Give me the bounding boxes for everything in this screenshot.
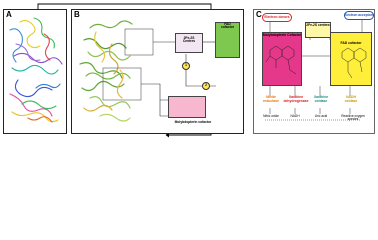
molybdopterin-box-c — [262, 32, 302, 86]
product-nadh: NADH — [290, 114, 300, 118]
marker-1-circle — [182, 62, 190, 70]
molybdopterin-label-b: Molybdopterin cofactor — [174, 120, 212, 124]
enzyme-xanthine-dehydrogenase: Xanthine dehydrogenase — [283, 95, 309, 103]
electron-acceptors-pill — [344, 11, 374, 20]
molybdopterin-box-b — [168, 96, 206, 118]
panel-a-letter: A — [6, 10, 12, 19]
panel-c-letter: C — [256, 10, 262, 19]
protein-structure-b — [79, 20, 235, 122]
fad-structure-c — [341, 47, 367, 79]
electron-acceptors-label: Electron acceptors — [344, 12, 374, 17]
electron-donors-pill — [262, 13, 292, 22]
enzyme-nitrite-reductase: Nitrite reductase — [262, 95, 280, 103]
enzyme-nadh-oxidase: NADH oxidase — [344, 95, 358, 103]
fes-centres-label-c: 2Fe-2S centres — [306, 23, 330, 27]
product-uric-acid: Uric acid — [314, 114, 328, 118]
electron-donors-label: Electron donors — [264, 14, 290, 19]
product-nitric-oxide: Nitric oxide — [263, 114, 279, 118]
marker-2-label: 2 — [205, 82, 207, 87]
molybdopterin-label-c: Molybdopterin Cofactor — [262, 33, 302, 37]
protein-structure-a — [9, 17, 63, 123]
molybdopterin-structure-c — [265, 45, 297, 75]
panel-b-letter: B — [74, 10, 80, 19]
fad-cofactor-label-b: FAD cofactor — [220, 22, 234, 30]
fad-cofactor-label-c: FAD cofactor — [340, 41, 362, 45]
fes-centres-label-b: 2Fe-2S Centres — [182, 36, 196, 44]
marker-2-circle — [202, 82, 210, 90]
fes-centres-box-b — [175, 33, 203, 53]
enzyme-xanthine-oxidase: Xanthine oxidase — [313, 95, 329, 103]
fad-cofactor-box-b — [215, 22, 240, 58]
marker-1-label: 1 — [185, 62, 187, 67]
fad-cofactor-box-c — [330, 32, 372, 86]
product-reactive-oxygen-species: Reactive oxygen species — [341, 114, 365, 122]
fes-centres-box-c — [305, 22, 331, 38]
